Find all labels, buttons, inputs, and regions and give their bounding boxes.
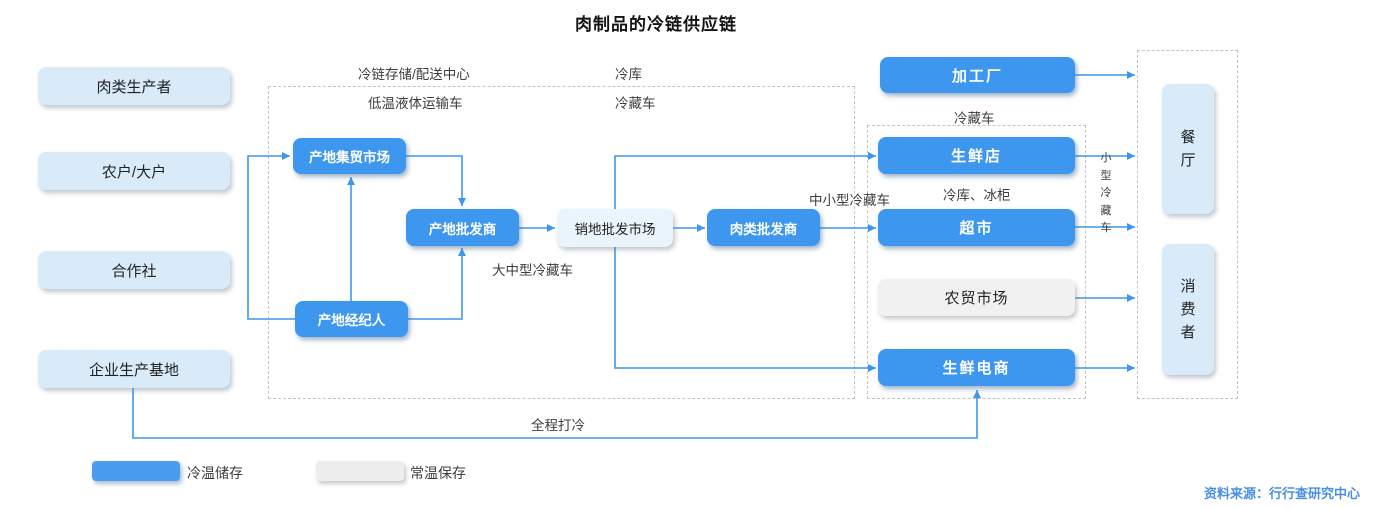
- node-supermarket: 超市: [878, 209, 1075, 246]
- node-fresh-store: 生鲜店: [878, 137, 1075, 174]
- label-cold-storage: 冷库: [615, 67, 642, 82]
- node-meat-wholesaler: 肉类批发商: [707, 209, 820, 246]
- node-meat-producer: 肉类生产者: [38, 67, 230, 105]
- label-cold-chain-center: 冷链存储/配送中心: [358, 67, 470, 82]
- label-cold-cabinet: 冷库、冰柜: [943, 188, 1011, 203]
- node-farmers-market: 农贸市场: [878, 279, 1075, 316]
- label-small-truck: 小型冷藏车: [1100, 152, 1112, 235]
- legend-ambient-label: 常温保存: [410, 465, 466, 481]
- arrow-broker-to-origin-wholesaler: [407, 248, 466, 320]
- consumer-cluster-container: [1137, 50, 1238, 399]
- label-reefer-truck-origin: 冷藏车: [615, 96, 656, 111]
- node-sales-market: 销地批发市场: [557, 209, 673, 247]
- label-large-mid-truck: 大中型冷藏车: [492, 263, 573, 278]
- node-enterprise-base: 企业生产基地: [38, 350, 230, 388]
- node-farmers: 农户/大户: [38, 152, 230, 190]
- arrow-sales-market-to-ecommerce: [614, 247, 876, 372]
- label-reefer-truck-retail: 冷藏车: [954, 111, 995, 126]
- label-full-cold: 全程打冷: [531, 418, 585, 433]
- data-source-note: 资料来源：行行查研究中心: [1203, 486, 1360, 501]
- legend-ambient-swatch: [316, 461, 404, 481]
- node-origin-market: 产地集贸市场: [293, 138, 406, 174]
- node-consumer: 消费者: [1162, 244, 1214, 375]
- arrow-full-cold-chain: [132, 388, 981, 439]
- page-title: 肉制品的冷链供应链: [575, 15, 737, 34]
- legend-cold-swatch: [92, 461, 180, 481]
- node-origin-wholesaler: 产地批发商: [406, 209, 519, 246]
- node-cooperative: 合作社: [38, 251, 230, 289]
- origin-cluster-container: [268, 86, 855, 399]
- label-mid-small-truck: 中小型冷藏车: [809, 193, 890, 208]
- node-fresh-ecommerce: 生鲜电商: [878, 349, 1075, 386]
- arrow-broker-loop-to-origin-market: [247, 152, 295, 320]
- arrow-sales-market-to-fresh-store: [614, 152, 876, 209]
- legend-cold-label: 冷温储存: [187, 465, 243, 481]
- node-origin-broker: 产地经纪人: [295, 301, 408, 337]
- arrow-origin-market-to-origin-wholesaler: [406, 155, 466, 206]
- node-restaurant: 餐厅: [1162, 84, 1214, 214]
- node-processing-plant: 加工厂: [880, 57, 1075, 93]
- label-low-temp-truck: 低温液体运输车: [368, 96, 463, 111]
